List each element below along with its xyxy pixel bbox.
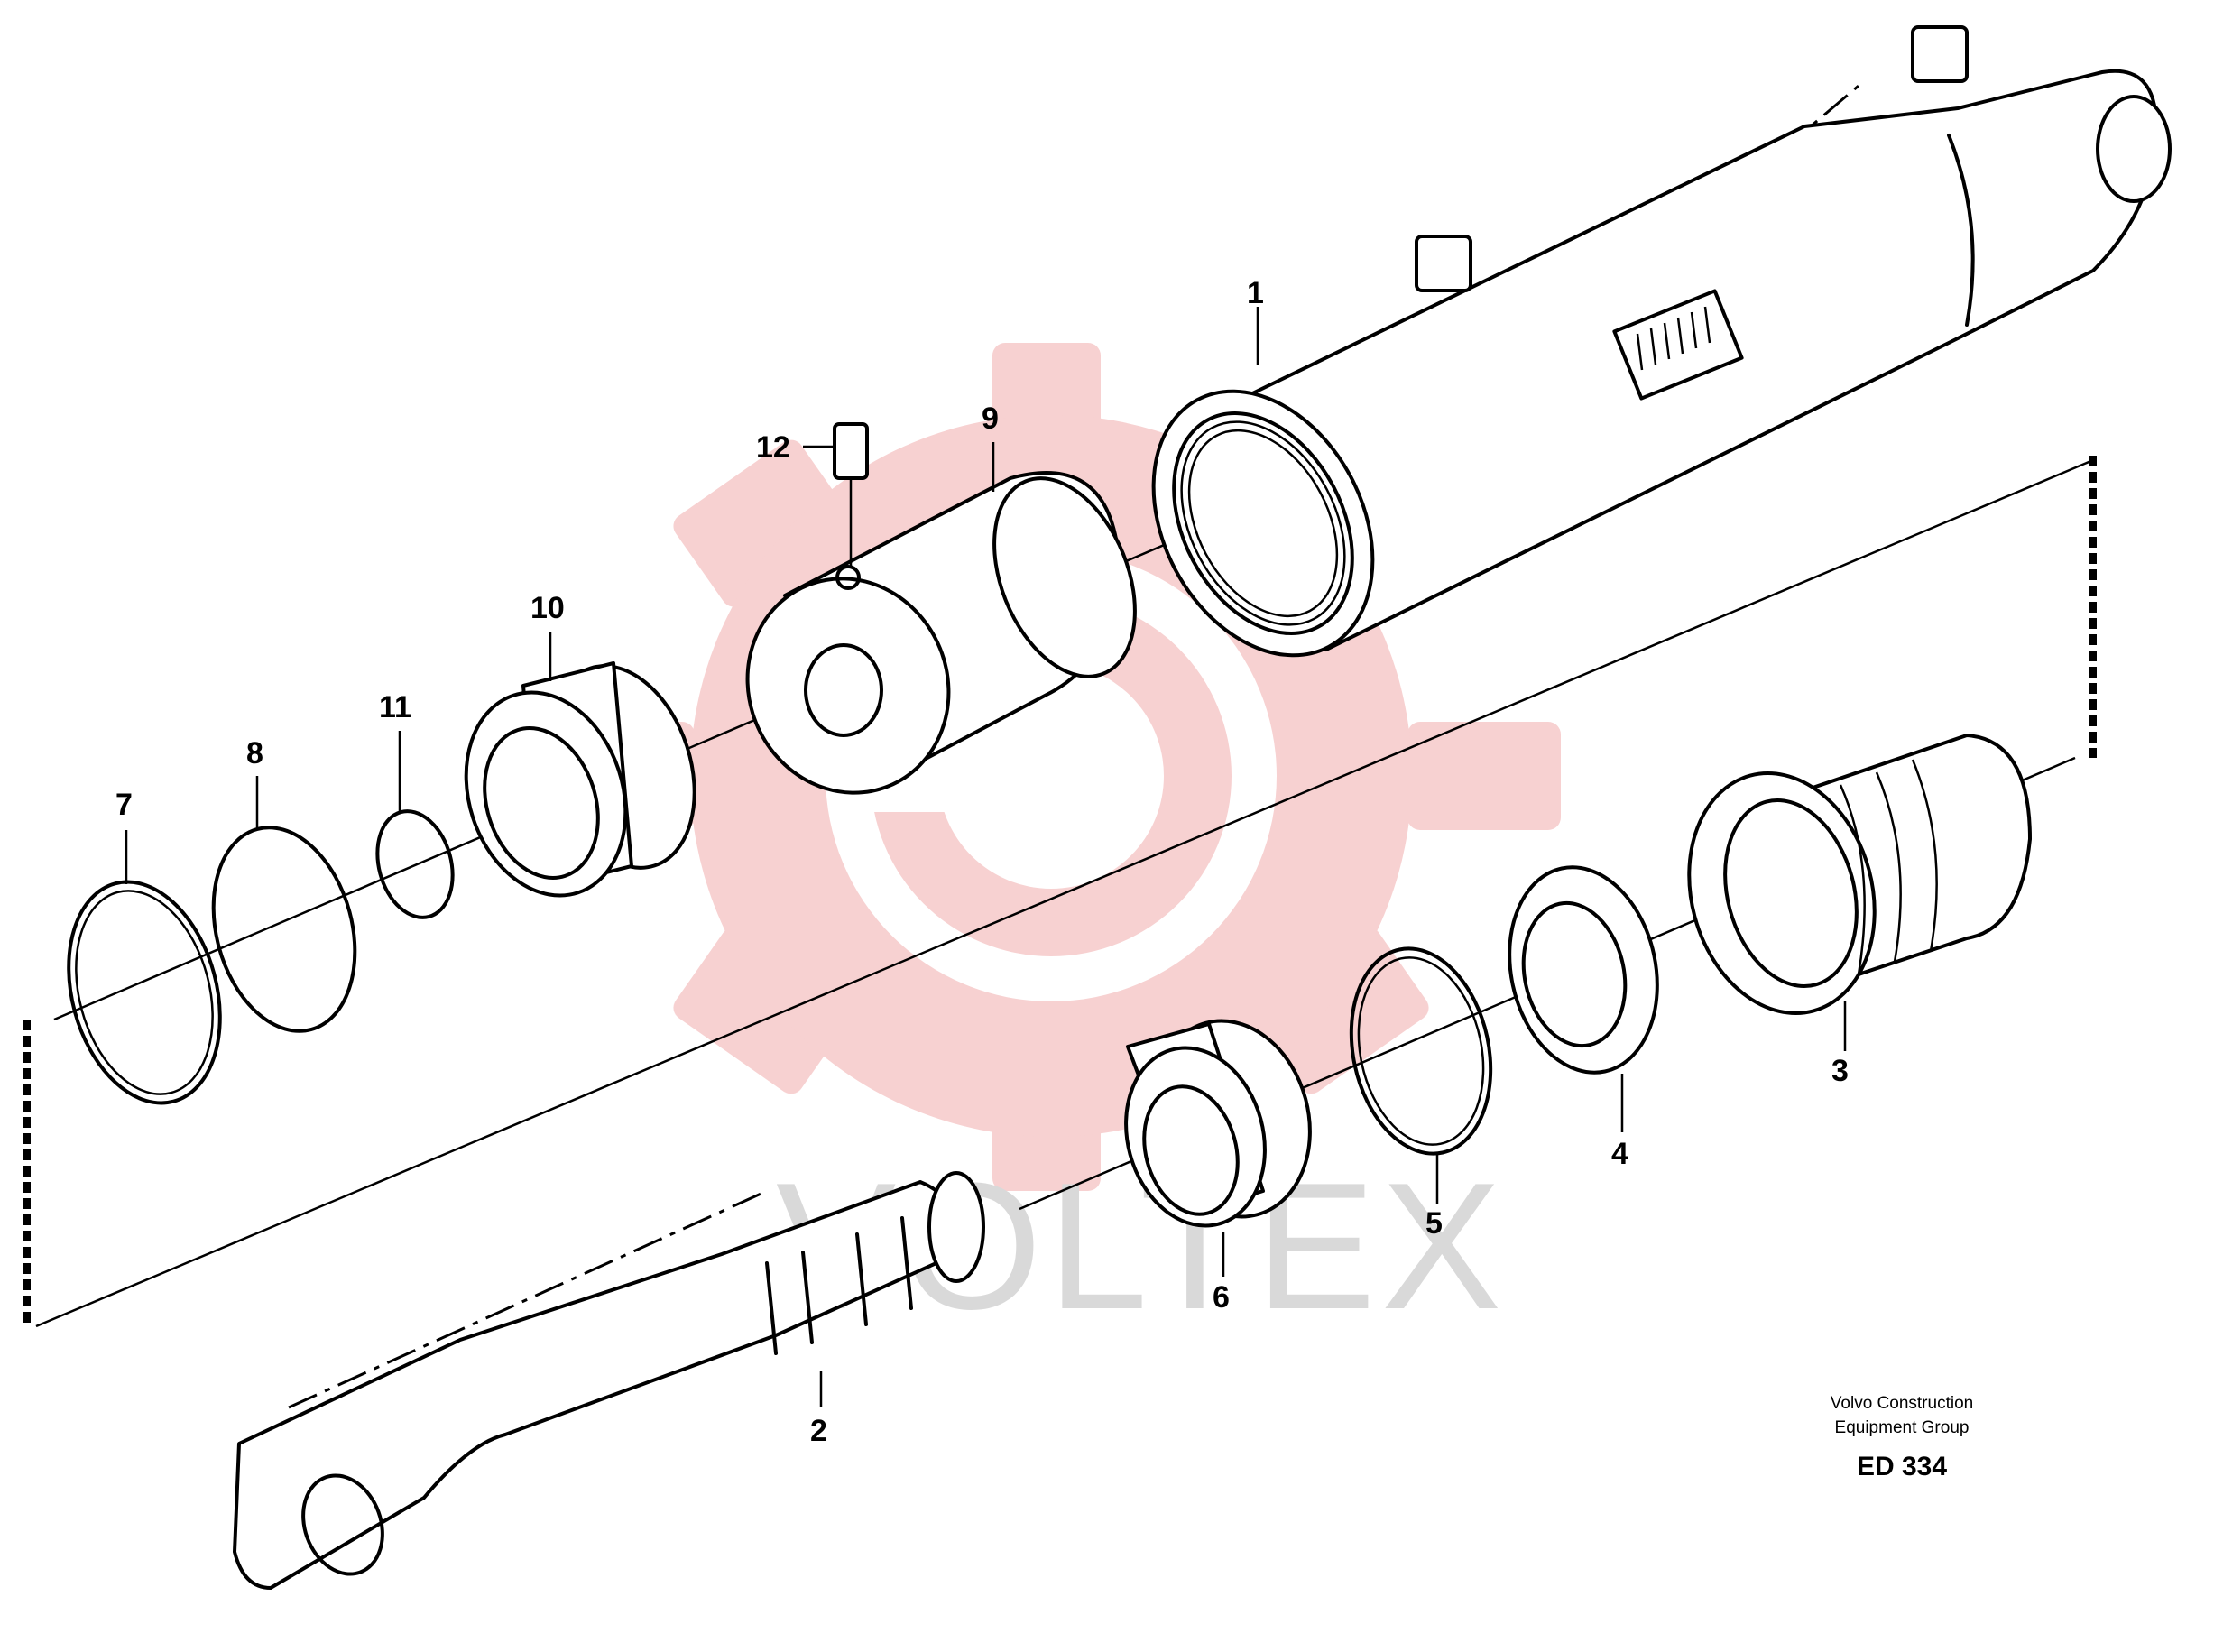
part-ring-7: [67, 880, 222, 1105]
label-part-2: 2: [810, 1414, 827, 1448]
label-part-8: 8: [246, 736, 263, 771]
part-ring-11: [375, 809, 455, 919]
caption-diagram-code: ED 334: [1857, 1452, 1947, 1481]
label-part-9: 9: [982, 401, 999, 436]
label-part-4: 4: [1611, 1137, 1628, 1171]
part-piston-rod: [233, 1171, 985, 1590]
caption-group: Equipment Group: [1835, 1418, 1970, 1437]
label-part-7: 7: [115, 788, 133, 822]
part-labels: 1 2 3 4 5 6 7 8 9 10 11 12: [115, 276, 1849, 1448]
label-part-1: 1: [1247, 276, 1264, 310]
caption-company: Volvo Construction: [1831, 1394, 1973, 1413]
label-part-3: 3: [1831, 1054, 1849, 1088]
label-part-10: 10: [530, 591, 565, 625]
part-bushing: [464, 661, 696, 898]
part-cylinder-tube: [1151, 25, 2172, 658]
part-cylinder-head: [745, 471, 1137, 795]
leader-lines: [125, 307, 1847, 1407]
part-snap-ring: [1349, 946, 1493, 1156]
label-part-12: 12: [756, 430, 790, 465]
part-screw: [803, 422, 869, 568]
label-part-5: 5: [1425, 1206, 1443, 1241]
part-bushing-ring: [1508, 865, 1659, 1075]
caption-block: Volvo Construction Equipment Group ED 33…: [1831, 1394, 1973, 1481]
label-part-6: 6: [1213, 1280, 1230, 1315]
label-part-11: 11: [379, 690, 411, 724]
part-seal-housing: [1124, 1019, 1312, 1228]
part-piston: [1687, 734, 2032, 1015]
